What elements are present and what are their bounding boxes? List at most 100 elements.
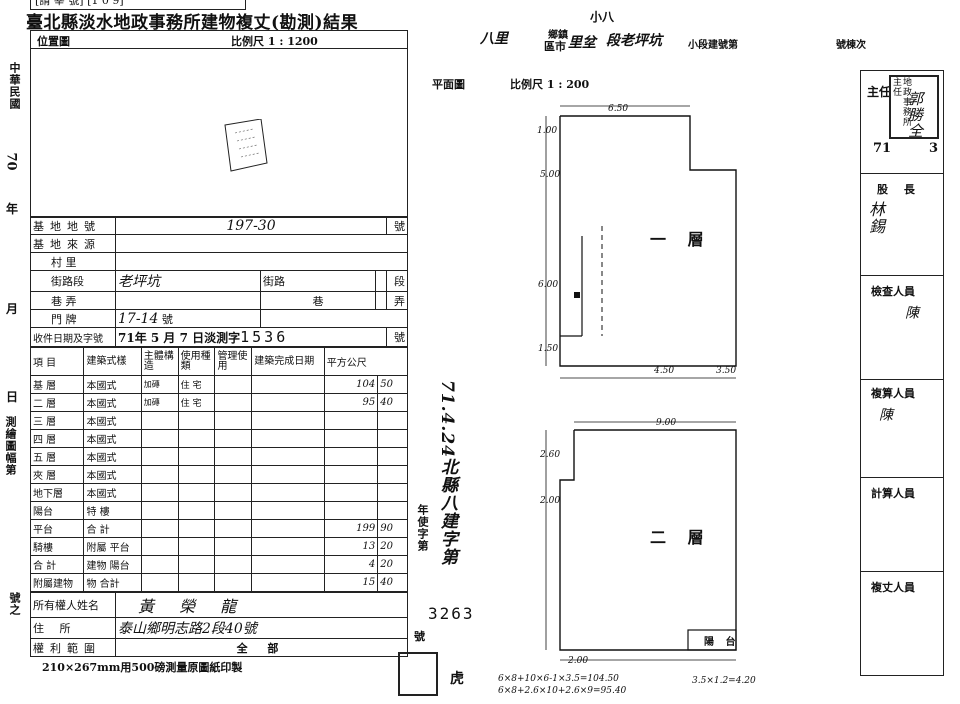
cell-dec: 20 bbox=[377, 555, 408, 574]
cell-dec: 90 bbox=[377, 519, 408, 538]
dim-2b: 2.00 bbox=[568, 656, 589, 666]
cell-use: 住 宅 bbox=[177, 375, 216, 394]
cell-item: 三 層 bbox=[29, 411, 85, 430]
cell-struct bbox=[140, 429, 179, 448]
cell-area bbox=[323, 429, 379, 448]
cell-area: 13 bbox=[323, 537, 379, 556]
small-8: 小八 bbox=[590, 10, 615, 24]
permit-hao: 號 bbox=[414, 630, 425, 643]
cell-mgmt bbox=[214, 393, 253, 412]
cell-use bbox=[177, 411, 216, 430]
cell-struct: 加磚 bbox=[140, 393, 179, 412]
table-row: 三 層本國式 bbox=[29, 411, 408, 430]
cell-use bbox=[177, 429, 216, 448]
cell-mgmt bbox=[214, 519, 253, 538]
cell-style: 本國式 bbox=[83, 393, 142, 412]
cell-use bbox=[177, 447, 216, 466]
permit-handwritten: 71.4.24北縣八建字第 bbox=[437, 380, 457, 566]
plan-label: 平面圖 bbox=[432, 78, 465, 91]
floor-table: 項 目 建築式樣 主體構造 使用種類 管理使用 建築完成日期 平方公尺 基 層本… bbox=[29, 347, 409, 592]
dim-500: 5.00 bbox=[540, 170, 561, 180]
approval-column: 主任 地政事務所主任 郭勝全 71 3 股 長 林錫 檢查人員 陳 複算人員 陳… bbox=[860, 70, 944, 676]
col-item: 項 目 bbox=[29, 347, 85, 376]
owner-value: 黃 榮 龍 bbox=[115, 592, 408, 618]
margin-year-num: 70 bbox=[3, 152, 19, 171]
calc-line-1: 6×8+10×6-1×3.5=104.50 bbox=[498, 674, 619, 684]
cell-mgmt bbox=[214, 429, 253, 448]
cell-date bbox=[251, 519, 325, 538]
cell-use: 住 宅 bbox=[177, 393, 216, 412]
building-no-label: 號棟次 bbox=[836, 40, 866, 51]
nong-label: 弄 bbox=[386, 291, 408, 310]
cell-date bbox=[251, 555, 325, 574]
road-name: 段老坪坑 bbox=[606, 33, 662, 49]
location-map-box: 位置圖 比例尺 1 : 1200 bbox=[30, 30, 408, 218]
retracer-label: 複丈人員 bbox=[871, 581, 915, 594]
dim-900: 9.00 bbox=[656, 418, 677, 428]
calculator-label: 計算人員 bbox=[871, 487, 915, 500]
cell-mgmt bbox=[214, 555, 253, 574]
cell-mgmt bbox=[214, 465, 253, 484]
floor2-label: 二 層 bbox=[650, 528, 712, 547]
cell-date bbox=[251, 393, 325, 412]
table-row: 陽台特 樓 bbox=[29, 501, 408, 520]
cell-date bbox=[251, 483, 325, 502]
chief-stamp: 地政事務所主任 bbox=[889, 75, 939, 139]
owner-label: 所有權人姓名 bbox=[30, 592, 116, 618]
cell-area bbox=[323, 411, 379, 430]
section-label: 小段建號第 bbox=[688, 40, 738, 51]
table-row: 夾 層本國式 bbox=[29, 465, 408, 484]
receipt-label: 收件日期及字號 bbox=[30, 327, 116, 347]
chief-label: 主任 bbox=[867, 85, 892, 99]
cell-mgmt bbox=[214, 411, 253, 430]
top-stamp: [請 宰 號] [1 0 9] bbox=[30, 0, 246, 10]
right-header: 小八 八里 鄉鎮 區市 里坌 段老坪坑 小段建號第 號棟次 bbox=[480, 8, 900, 54]
cell-dec bbox=[377, 411, 408, 430]
cell-item: 二 層 bbox=[29, 393, 85, 412]
margin-month: 月 bbox=[6, 302, 19, 316]
cell-dec bbox=[377, 447, 408, 466]
dim-260: 2.60 bbox=[540, 450, 561, 460]
scope-label: 權利範圍 bbox=[30, 638, 116, 657]
cell-struct bbox=[140, 519, 179, 538]
form-footer: 210×267mm用500磅測量原圖紙印製 bbox=[42, 661, 243, 674]
address-label: 住 所 bbox=[30, 617, 116, 639]
floor2-plan bbox=[545, 421, 737, 661]
cell-use bbox=[177, 555, 216, 574]
cell-struct bbox=[140, 555, 179, 574]
village-name: 里坌 bbox=[568, 35, 596, 51]
cell-dec bbox=[377, 501, 408, 520]
col-mgmt: 管理使用 bbox=[214, 347, 253, 376]
table-row: 四 層本國式 bbox=[29, 429, 408, 448]
cell-date bbox=[251, 501, 325, 520]
cell-item: 合 計 bbox=[29, 555, 85, 574]
cell-date bbox=[251, 411, 325, 430]
cell-area: 95 bbox=[323, 393, 379, 412]
floor1-label: 一 層 bbox=[650, 230, 712, 249]
door-label: 門 牌 bbox=[30, 309, 116, 328]
cell-mgmt bbox=[214, 447, 253, 466]
scope-value: 全 部 bbox=[115, 638, 408, 657]
margin-minguo: 中華民國 bbox=[8, 62, 21, 110]
cell-struct bbox=[140, 573, 179, 592]
dim-600: 6.00 bbox=[538, 280, 559, 290]
dim-650: 6.50 bbox=[608, 104, 629, 114]
cell-area bbox=[323, 501, 379, 520]
cell-dec bbox=[377, 483, 408, 502]
cell-dec: 40 bbox=[377, 393, 408, 412]
cell-date bbox=[251, 429, 325, 448]
dim-450: 4.50 bbox=[654, 366, 675, 376]
balcony-label: 陽 台 bbox=[704, 637, 740, 648]
cell-struct bbox=[140, 465, 179, 484]
cell-area: 104 bbox=[323, 375, 379, 394]
road-label: 街路段 bbox=[30, 270, 116, 292]
cell-date bbox=[251, 375, 325, 394]
cell-item: 附屬建物 bbox=[29, 573, 85, 592]
cell-style: 建物 陽台 bbox=[83, 555, 142, 574]
col-area: 平方公尺 bbox=[323, 347, 409, 376]
table-row: 五 層本國式 bbox=[29, 447, 408, 466]
cell-item: 基 層 bbox=[29, 375, 85, 394]
cell-use bbox=[177, 465, 216, 484]
margin-year: 年 bbox=[6, 202, 19, 216]
